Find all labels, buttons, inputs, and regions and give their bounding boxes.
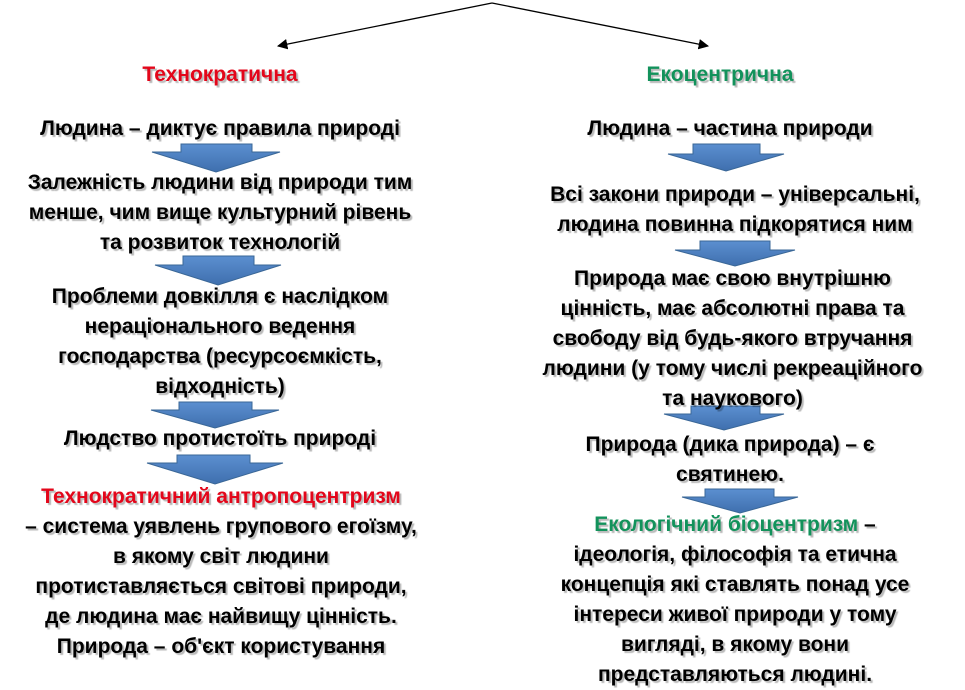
left-branch-title: Технократична (142, 63, 298, 86)
down-arrow-icon (663, 405, 785, 431)
down-arrow-icon (151, 143, 281, 173)
right-branch-title: Екоцентрична (646, 63, 794, 86)
branch-line-left (276, 2, 493, 50)
down-arrow-icon (150, 401, 280, 429)
left-step-1: Людина – диктує правила природі (40, 117, 400, 140)
down-arrow-icon (667, 143, 785, 172)
left-step-4: Людство протистоїть природі (63, 427, 377, 450)
right-step-2: Всі закони природи – універсальні,людина… (550, 183, 920, 236)
right-step-1: Людина – частина природи (587, 117, 873, 140)
down-arrow-icon (681, 488, 799, 514)
right-conclusion: Екологічний біоцентризм – ідеологія, філ… (560, 513, 910, 686)
down-arrow-icon (674, 240, 796, 267)
left-term: Технократичний антропоцентризм (41, 485, 401, 508)
down-arrow-icon (154, 255, 282, 286)
branch-line-right (491, 2, 710, 50)
down-arrow-icon (146, 454, 284, 485)
right-term: Екологічний біоцентризм (594, 513, 859, 536)
left-conclusion: Технократичний антропоцентризм – система… (5, 482, 437, 662)
